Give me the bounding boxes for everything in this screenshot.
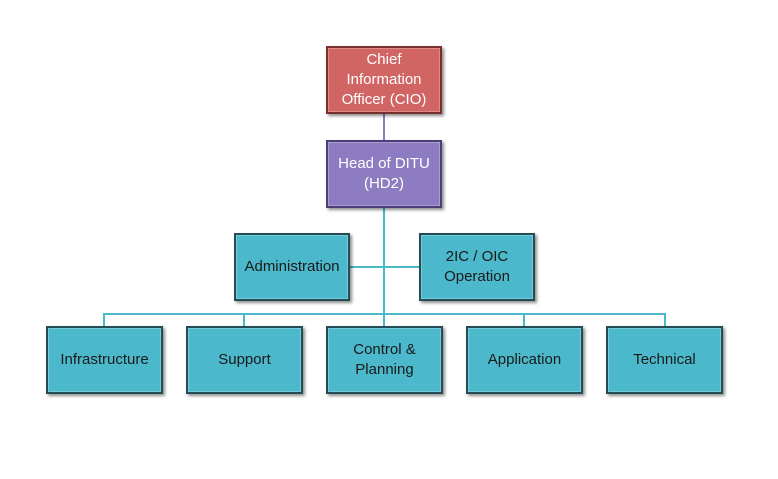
node-cio: Chief Information Officer (CIO) [326,46,442,114]
node-operation: 2IC / OIC Operation [419,233,535,301]
node-support: Support [186,326,303,394]
node-application-label: Application [487,351,562,368]
node-application: Application [466,326,583,394]
node-administration: Administration [234,233,350,301]
node-control-planning-label: Control & Planning [353,341,416,378]
node-technical: Technical [606,326,723,394]
node-control-planning: Control & Planning [326,326,443,394]
node-infrastructure-label: Infrastructure [60,351,149,368]
node-head-of-ditu: Head of DITU (HD2) [326,140,442,208]
node-support-label: Support [218,351,271,368]
node-head-of-ditu-label: Head of DITU (HD2) [338,155,430,192]
node-cio-label: Chief Information Officer (CIO) [341,51,427,108]
node-infrastructure: Infrastructure [46,326,163,394]
node-administration-label: Administration [244,258,340,275]
node-operation-label: 2IC / OIC Operation [444,248,510,285]
node-technical-label: Technical [633,351,696,368]
